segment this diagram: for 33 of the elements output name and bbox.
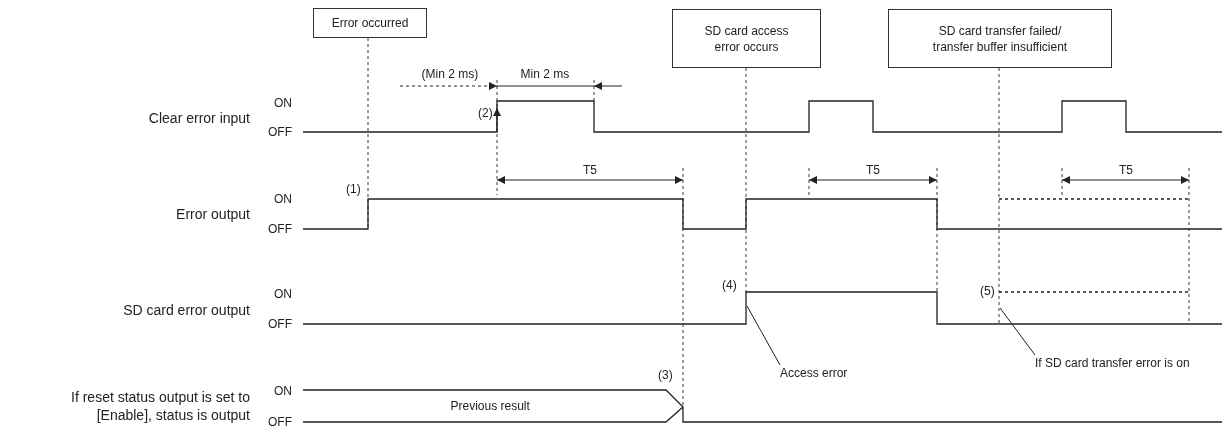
dashed-guide-line <box>745 67 747 293</box>
level-label: OFF <box>268 125 292 139</box>
level-label: OFF <box>268 222 292 236</box>
annotation-text: If SD card transfer error is on <box>1035 355 1207 387</box>
level-label: ON <box>274 96 292 110</box>
signal-name: If reset status output is set to [Enable], status is output <box>70 388 250 424</box>
event-box: SD card access error occurs <box>672 9 821 68</box>
callout-number: (3) <box>658 368 673 382</box>
leader-line <box>999 307 1036 356</box>
level-label: OFF <box>268 415 292 429</box>
level-label: ON <box>274 192 292 206</box>
dimension-label: Min 2 ms <box>520 67 570 81</box>
dimension-label: T5 <box>866 163 880 177</box>
event-box: Error occurred <box>313 8 427 38</box>
signal-name: Error output <box>175 205 250 223</box>
signal-name: SD card error output <box>122 301 250 319</box>
dimension-label: (Min 2 ms) <box>421 67 479 81</box>
level-label: ON <box>274 287 292 301</box>
annotation-text: Access error <box>780 365 870 381</box>
waveform-label: Previous result <box>450 399 530 413</box>
level-label: ON <box>274 384 292 398</box>
dashed-guide-line <box>998 67 1000 325</box>
dimension-label: T5 <box>583 163 597 177</box>
dimension-label: T5 <box>1119 163 1133 177</box>
dashed-guide-line <box>367 37 369 230</box>
level-label: OFF <box>268 317 292 331</box>
signal-name: Clear error input <box>147 109 250 127</box>
callout-number: (2) <box>478 106 493 120</box>
leader-line <box>746 305 781 366</box>
callout-number: (4) <box>722 278 737 292</box>
event-box: SD card transfer failed/ transfer buffer insufficient <box>888 9 1112 68</box>
callout-number: (5) <box>980 284 995 298</box>
callout-number: (1) <box>346 182 361 196</box>
